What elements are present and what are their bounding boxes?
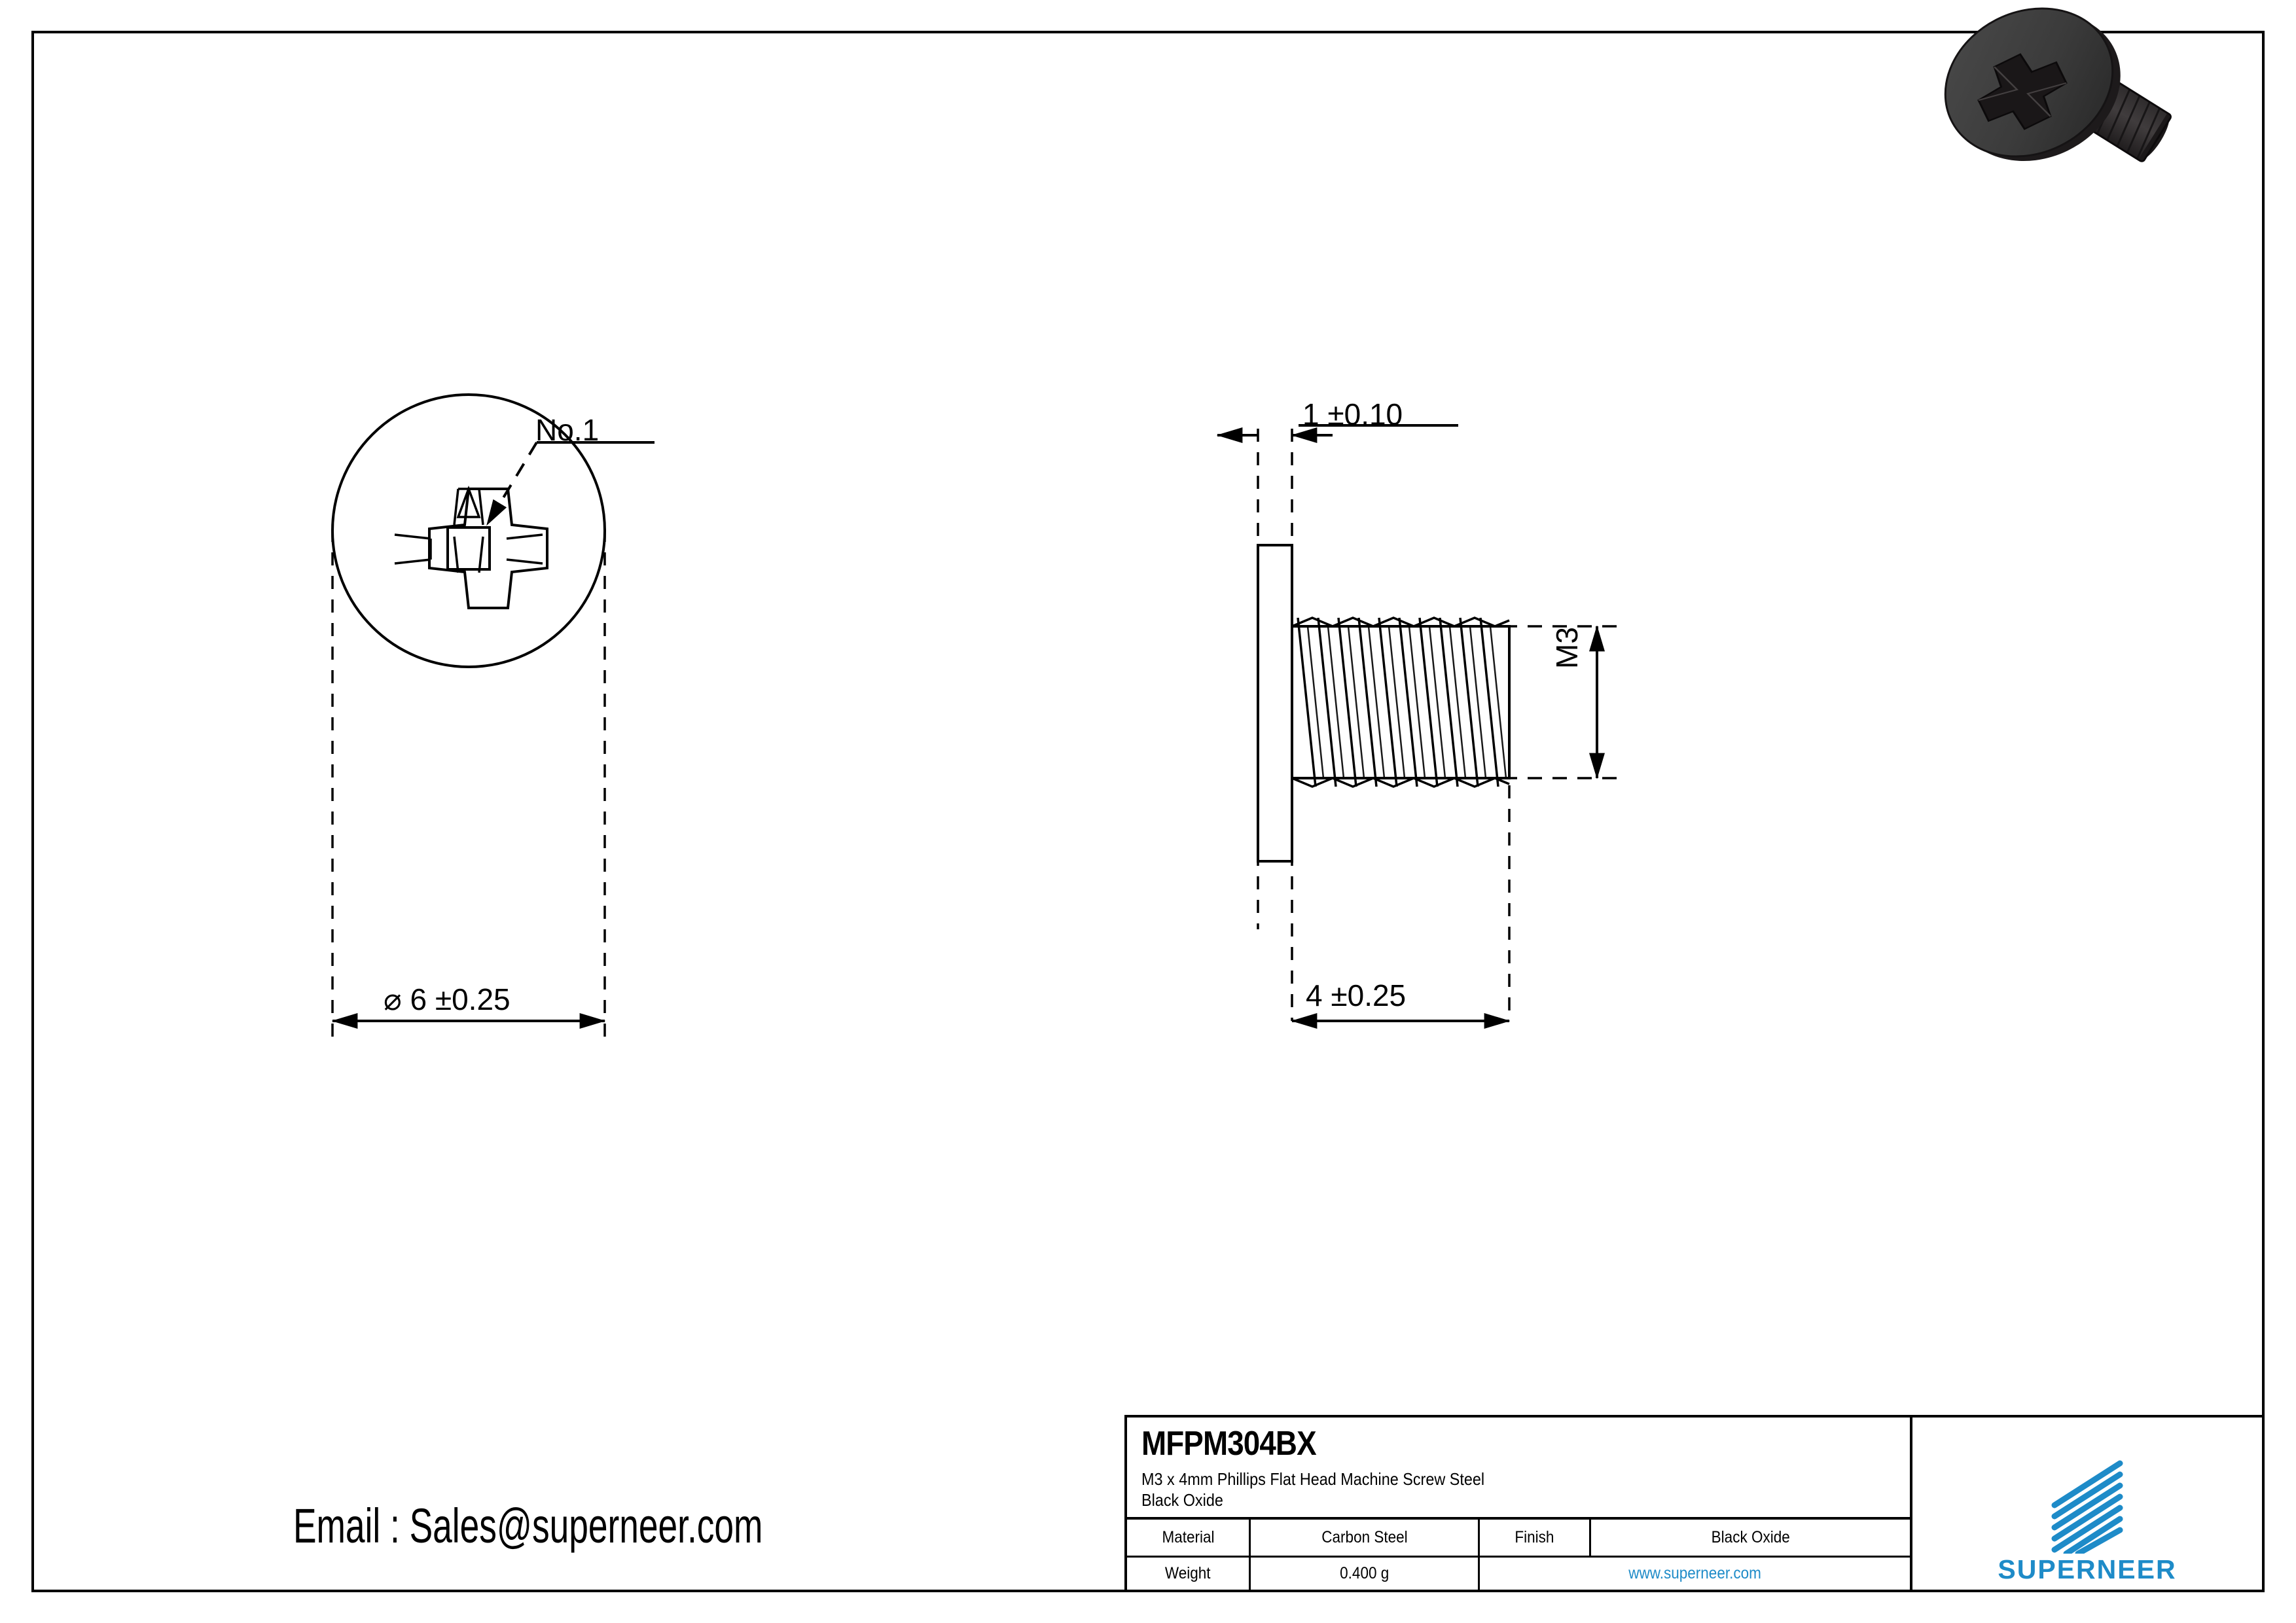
finish-label: Finish (1478, 1520, 1589, 1556)
material-label: Material (1161, 1528, 1215, 1546)
weight-value: 0.400 g (1249, 1558, 1478, 1590)
superneer-stripes-icon (2051, 1460, 2123, 1554)
callout-no1-label: No.1 (535, 413, 600, 447)
part-description: M3 x 4mm Phillips Flat Head Machine Scre… (1141, 1469, 1833, 1510)
website-link[interactable]: www.superneer.com (1478, 1558, 1910, 1590)
title-block-info: MFPM304BX M3 x 4mm Phillips Flat Head Ma… (1127, 1418, 1912, 1590)
material-value: Carbon Steel (1249, 1520, 1478, 1556)
length-dimension-text: 4 ±0.25 (1306, 978, 1407, 1012)
contact-email-text: Email : Sales@superneer.com (293, 1499, 763, 1553)
head-thickness-dimension-text: 1 ±0.10 (1302, 397, 1403, 431)
diameter-dimension-text: ⌀ 6 ±0.25 (384, 982, 511, 1016)
brand-wordmark: SUPERNEER (1998, 1554, 2177, 1584)
title-block-row-material: Material Carbon Steel Finish Black Oxide (1127, 1520, 1910, 1558)
thread-size-label: M3 (1550, 627, 1584, 669)
brand-logo: SUPERNEER (1912, 1418, 2262, 1590)
part-description-line2: Black Oxide (1141, 1489, 1223, 1510)
drawing-frame-border (31, 31, 2265, 1592)
title-block: MFPM304BX M3 x 4mm Phillips Flat Head Ma… (1124, 1415, 2265, 1592)
part-number: MFPM304BX (1141, 1425, 1317, 1463)
part-description-line1: M3 x 4mm Phillips Flat Head Machine Scre… (1141, 1469, 1485, 1489)
title-block-row-weight: Weight 0.400 g www.superneer.com (1127, 1558, 1910, 1590)
weight-label: Weight (1165, 1564, 1211, 1582)
title-block-description-area: MFPM304BX M3 x 4mm Phillips Flat Head Ma… (1127, 1418, 1910, 1520)
finish-value: Black Oxide (1589, 1520, 1910, 1556)
